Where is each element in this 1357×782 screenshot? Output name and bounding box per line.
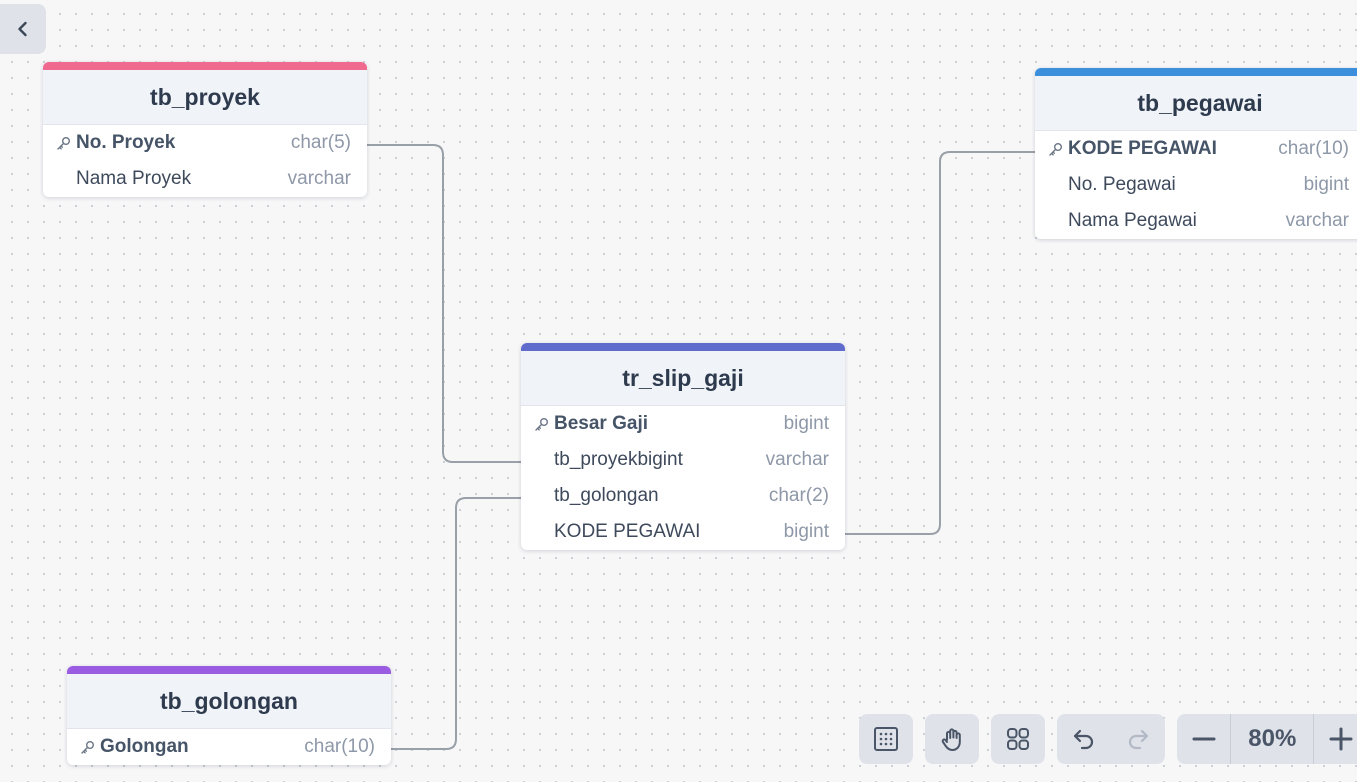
- plus-icon: [1329, 727, 1353, 751]
- primary-key-field[interactable]: Besar Gaji bigint: [521, 406, 845, 442]
- zoom-out-button[interactable]: [1177, 714, 1230, 764]
- field-type: char(10): [1278, 138, 1349, 159]
- connector-slip-pegawai: [845, 151, 1035, 535]
- field-name: tb_golongan: [554, 485, 659, 506]
- field-type: char(2): [768, 485, 829, 506]
- pan-button[interactable]: [925, 714, 979, 764]
- table-title: tb_pegawai: [1035, 76, 1357, 131]
- primary-key-field[interactable]: No. Proyek char(5): [43, 125, 367, 161]
- fit-view-icon: [874, 727, 898, 751]
- redo-button[interactable]: [1111, 714, 1165, 764]
- table-tb-proyek[interactable]: tb_proyek No. Proyek char(5) Nama Proyek va…: [43, 62, 367, 197]
- field-name: Nama Pegawai: [1068, 210, 1197, 231]
- table-color-bar: [521, 343, 845, 351]
- field-type: varchar: [287, 168, 351, 189]
- redo-icon: [1128, 729, 1149, 750]
- field-name: KODE PEGAWAI: [554, 521, 701, 542]
- undo-button[interactable]: [1057, 714, 1111, 764]
- table-tb-pegawai[interactable]: tb_pegawai KODE PEGAWAI char(10) No. Pegaw…: [1035, 68, 1357, 239]
- key-icon: [81, 740, 94, 754]
- field-name: No. Proyek: [76, 132, 176, 153]
- undo-icon: [1073, 729, 1094, 750]
- fit-view-button[interactable]: [859, 714, 913, 764]
- layout-button[interactable]: [991, 714, 1045, 764]
- field-type: bigint: [1303, 174, 1349, 195]
- table-title: tr_slip_gaji: [521, 351, 845, 406]
- table-title: tb_golongan: [67, 674, 391, 729]
- field-row[interactable]: tb_golongan char(2): [521, 478, 845, 514]
- table-tr-slip-gaji[interactable]: tr_slip_gaji Besar Gaji bigint tb_proyekbi…: [521, 343, 845, 550]
- key-slot: [80, 740, 100, 755]
- connector-proyek-slip: [367, 144, 521, 463]
- field-type: char(5): [290, 132, 351, 153]
- hand-icon: [941, 728, 961, 751]
- minus-icon: [1192, 737, 1216, 741]
- table-title: tb_proyek: [43, 70, 367, 125]
- field-name: Nama Proyek: [76, 168, 192, 189]
- history-group: [1057, 714, 1165, 764]
- field-row[interactable]: No. Pegawai bigint: [1035, 167, 1357, 203]
- table-color-bar: [1035, 68, 1357, 76]
- table-tb-golongan[interactable]: tb_golongan Golongan char(10): [67, 666, 391, 765]
- field-name: KODE PEGAWAI: [1068, 138, 1217, 159]
- key-icon: [1049, 142, 1062, 156]
- field-name: Besar Gaji: [554, 413, 648, 434]
- primary-key-field[interactable]: KODE PEGAWAI char(10): [1035, 131, 1357, 167]
- chevron-left-icon: [18, 21, 27, 37]
- key-icon: [535, 417, 548, 431]
- key-icon: [57, 136, 70, 150]
- field-type: varchar: [1285, 210, 1349, 231]
- field-row[interactable]: Nama Pegawai varchar: [1035, 203, 1357, 239]
- field-row[interactable]: KODE PEGAWAI bigint: [521, 514, 845, 550]
- field-name: Golongan: [100, 736, 189, 757]
- field-type: char(10): [304, 736, 375, 757]
- connector-golongan-slip: [391, 497, 521, 750]
- zoom-in-button[interactable]: [1314, 714, 1357, 764]
- field-name: tb_proyekbigint: [554, 449, 683, 470]
- key-slot: [534, 417, 554, 432]
- field-row[interactable]: tb_proyekbigint varchar: [521, 442, 845, 478]
- grid-icon: [1007, 728, 1029, 750]
- zoom-level[interactable]: 80%: [1230, 714, 1315, 764]
- key-slot: [56, 136, 76, 151]
- table-color-bar: [43, 62, 367, 70]
- zoom-controls: 80%: [1177, 714, 1357, 764]
- field-type: bigint: [783, 521, 829, 542]
- field-name: No. Pegawai: [1068, 174, 1176, 195]
- table-color-bar: [67, 666, 391, 674]
- field-type: bigint: [783, 413, 829, 434]
- field-type: varchar: [765, 449, 829, 470]
- back-button[interactable]: [0, 4, 46, 54]
- primary-key-field[interactable]: Golongan char(10): [67, 729, 391, 765]
- field-row[interactable]: Nama Proyek varchar: [43, 161, 367, 197]
- key-slot: [1048, 142, 1068, 157]
